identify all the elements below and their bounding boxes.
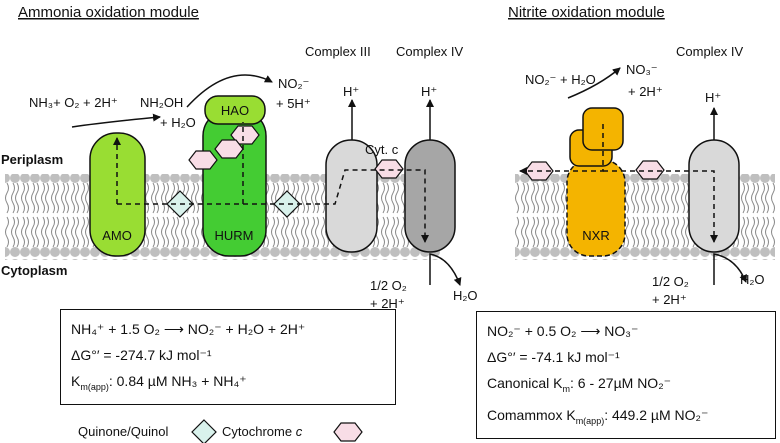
arrow-nh3-to-nh2oh — [71, 113, 161, 128]
label-o2-right: 1/2 O₂ — [652, 274, 689, 289]
label-proton-complex4-left: H⁺ — [421, 84, 437, 99]
equation-ammonia: NH₄⁺ + 1.5 O₂ ⟶ NO₂⁻ + H₂O + 2H⁺ — [71, 321, 306, 337]
hurm-label: HURM — [215, 228, 254, 243]
legend-cytochrome-label: Cytochrome c — [222, 424, 303, 439]
km-ammonia: Km(app): 0.84 µM NH₃ + NH₄⁺ — [71, 373, 247, 392]
label-two-h-nxr: + 2H⁺ — [628, 84, 663, 99]
label-h2o-amo: + H₂O — [160, 115, 196, 130]
label-proton-complex3: H⁺ — [343, 84, 359, 99]
nxr-membrane-part — [566, 159, 626, 257]
equation-box-ammonia: NH₄⁺ + 1.5 O₂ ⟶ NO₂⁻ + H₂O + 2H⁺ ΔG°′ = … — [60, 309, 396, 405]
label-proton-complex4-right: H⁺ — [705, 90, 721, 105]
label-no2-out: NO₂⁻ — [278, 76, 309, 91]
complex4-right-label: Complex IV — [676, 44, 744, 59]
cytochrome-hurm-3 — [188, 150, 218, 170]
hao-protein — [204, 95, 266, 125]
label-no2-h2o-in: NO₂⁻ + H₂O — [525, 72, 596, 87]
hao-label: HAO — [221, 103, 249, 118]
legend-quinone-label: Quinone/Quinol — [78, 424, 169, 439]
label-nh3-input: NH₃+ O₂ + 2H⁺ — [29, 95, 118, 110]
delta-g-nitrite: ΔG°′ = -74.1 kJ mol⁻¹ — [487, 349, 620, 365]
complex3-label: Complex III — [305, 44, 371, 59]
label-h2o-right: H₂O — [740, 272, 765, 287]
label-h2o-left: H₂O — [453, 288, 478, 303]
legend-cytochrome-icon — [333, 422, 363, 442]
title-nitrite-module: Nitrite oxidation module — [508, 4, 665, 21]
equation-box-nitrite: NO₂⁻ + 0.5 O₂ ⟶ NO₃⁻ ΔG°′ = -74.1 kJ mol… — [476, 311, 776, 439]
complex4-left-label: Complex IV — [396, 44, 464, 59]
delta-g-ammonia: ΔG°′ = -274.7 kJ mol⁻¹ — [71, 347, 212, 363]
label-cytoplasm: Cytoplasm — [1, 263, 67, 278]
cytochrome-hurm-2 — [214, 139, 244, 159]
amo-label: AMO — [102, 228, 132, 243]
quinone-left-2 — [273, 190, 301, 218]
km-comammox: Comammox Km(app): 449.2 µM NO₂⁻ — [487, 406, 709, 426]
cyt-c-label: Cyt. c — [365, 142, 399, 157]
label-o2-left: 1/2 O₂ — [370, 278, 407, 293]
arrow-nh2oh-to-no2 — [186, 74, 273, 108]
arrow-no2-to-no3 — [567, 67, 621, 99]
arrow-o2-to-h2o-left — [429, 253, 462, 286]
label-nh2oh: NH₂OH — [140, 95, 183, 110]
cytochrome-right-2 — [635, 160, 665, 180]
label-two-h-left: + 2H⁺ — [370, 296, 405, 311]
cytochrome-cyt-c — [374, 159, 404, 179]
equation-nitrite: NO₂⁻ + 0.5 O₂ ⟶ NO₃⁻ — [487, 323, 639, 339]
label-periplasm: Periplasm — [1, 152, 63, 167]
label-two-h-right: + 2H⁺ — [652, 292, 687, 307]
label-no3-out: NO₃⁻ — [626, 62, 658, 77]
arrow-o2-to-h2o-right — [713, 253, 747, 285]
title-ammonia-module: Ammonia oxidation module — [18, 4, 199, 21]
complex4-left — [404, 139, 456, 253]
electron-path-to-complex — [243, 169, 429, 243]
nxr-label: NXR — [582, 228, 609, 243]
electron-path-to-complex4-right — [603, 170, 718, 243]
km-canonical: Canonical Km: 6 - 27µM NO₂⁻ — [487, 375, 672, 394]
legend-quinone-icon — [191, 419, 217, 443]
label-five-h: + 5H⁺ — [276, 96, 311, 111]
